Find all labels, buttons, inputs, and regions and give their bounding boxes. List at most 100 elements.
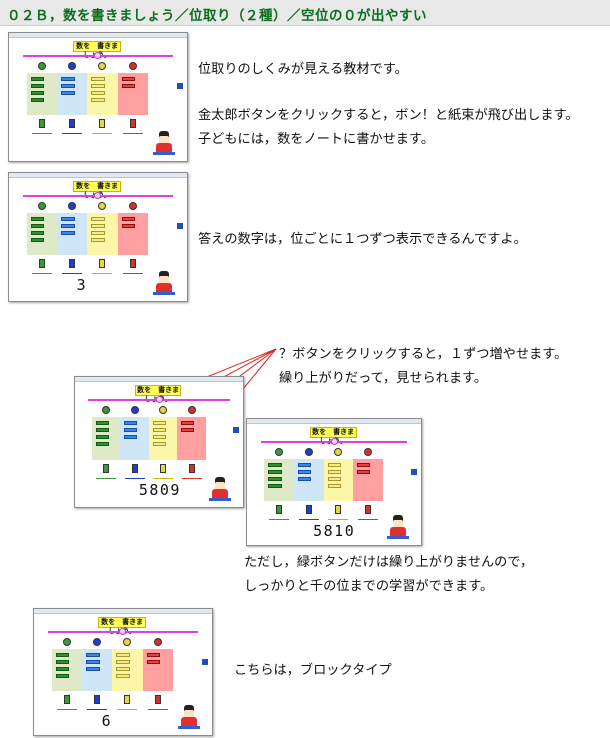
kintaro-part (215, 482, 225, 490)
block (121, 77, 136, 81)
window-titlebar (9, 173, 187, 178)
place-button[interactable] (364, 504, 371, 514)
side-button[interactable] (177, 223, 183, 229)
kintaro-button[interactable] (387, 515, 409, 539)
question-button[interactable] (37, 202, 46, 210)
block (91, 224, 105, 228)
place-button[interactable] (335, 504, 342, 514)
block (86, 653, 100, 657)
block (86, 660, 100, 664)
block (297, 463, 312, 467)
place-button[interactable] (103, 463, 110, 473)
place-button[interactable] (188, 463, 195, 473)
place-button[interactable] (131, 463, 138, 473)
place-button[interactable] (305, 504, 312, 514)
question-button[interactable] (62, 638, 71, 646)
block (55, 653, 70, 657)
question-button[interactable] (128, 62, 137, 70)
place-button[interactable] (38, 119, 45, 129)
window-titlebar (34, 609, 212, 614)
question-button[interactable] (123, 638, 132, 646)
block (30, 98, 45, 102)
place-button[interactable] (63, 694, 70, 704)
block (357, 470, 371, 474)
side-button[interactable] (411, 469, 417, 475)
block (91, 231, 105, 235)
question-button[interactable] (98, 202, 107, 210)
place-button[interactable] (99, 259, 106, 269)
kintaro-button[interactable] (209, 477, 231, 501)
block (30, 231, 45, 235)
block (121, 84, 136, 88)
question-button[interactable] (68, 202, 77, 210)
arrow (62, 133, 83, 135)
question-button[interactable] (153, 638, 162, 646)
arrow (96, 477, 117, 479)
question-button[interactable] (275, 448, 284, 456)
block (61, 91, 75, 95)
place-button[interactable] (160, 463, 167, 473)
kintaro-part (184, 705, 194, 711)
block (357, 463, 371, 467)
question-button[interactable] (187, 406, 196, 414)
block (152, 428, 166, 432)
side-button[interactable] (233, 427, 239, 433)
question-button[interactable] (98, 62, 107, 70)
kintaro-button[interactable] (178, 705, 200, 729)
place-button[interactable] (38, 259, 45, 269)
block (91, 217, 105, 221)
block (327, 470, 341, 474)
kintaro-button[interactable] (153, 131, 175, 155)
block (121, 224, 136, 228)
arrow (147, 708, 168, 710)
question-button[interactable] (37, 62, 46, 70)
block (91, 98, 105, 102)
pink-marker (94, 52, 102, 59)
place-button[interactable] (69, 119, 76, 129)
screenshot-1: 数を 書きましょう。 (8, 32, 188, 162)
question-button[interactable] (102, 406, 111, 414)
question-button[interactable] (128, 202, 137, 210)
screen-title: 数を 書きましょう。 (135, 385, 181, 403)
place-button[interactable] (129, 259, 136, 269)
arrow (92, 273, 113, 275)
question-button[interactable] (334, 448, 343, 456)
block (268, 463, 282, 467)
block (181, 428, 195, 432)
question-button[interactable] (130, 406, 139, 414)
block (30, 224, 45, 228)
place-button[interactable] (276, 504, 283, 514)
block (61, 217, 75, 221)
question-button[interactable] (159, 406, 168, 414)
kintaro-part (184, 710, 194, 718)
question-button[interactable] (304, 448, 313, 456)
block (95, 421, 109, 425)
block (95, 442, 109, 446)
place-button[interactable] (129, 119, 136, 129)
place-button[interactable] (99, 119, 106, 129)
kintaro-part (215, 477, 225, 483)
block (181, 421, 195, 425)
block (268, 477, 282, 481)
block (297, 477, 312, 481)
side-button[interactable] (202, 659, 208, 665)
place-button[interactable] (124, 694, 131, 704)
place-button[interactable] (69, 259, 76, 269)
place-button[interactable] (154, 694, 161, 704)
block (327, 463, 341, 467)
place-button[interactable] (94, 694, 101, 704)
block (30, 238, 45, 242)
block (152, 435, 166, 439)
block (297, 470, 312, 474)
kintaro-button[interactable] (153, 271, 175, 295)
question-button[interactable] (363, 448, 372, 456)
side-button[interactable] (177, 83, 183, 89)
kintaro-part (153, 152, 175, 155)
block (91, 84, 105, 88)
question-button[interactable] (93, 638, 102, 646)
question-button[interactable] (68, 62, 77, 70)
block (91, 238, 105, 242)
arrow (56, 708, 77, 710)
arrow (181, 477, 202, 479)
screen-title: 数を 書きましょう。 (309, 427, 357, 445)
